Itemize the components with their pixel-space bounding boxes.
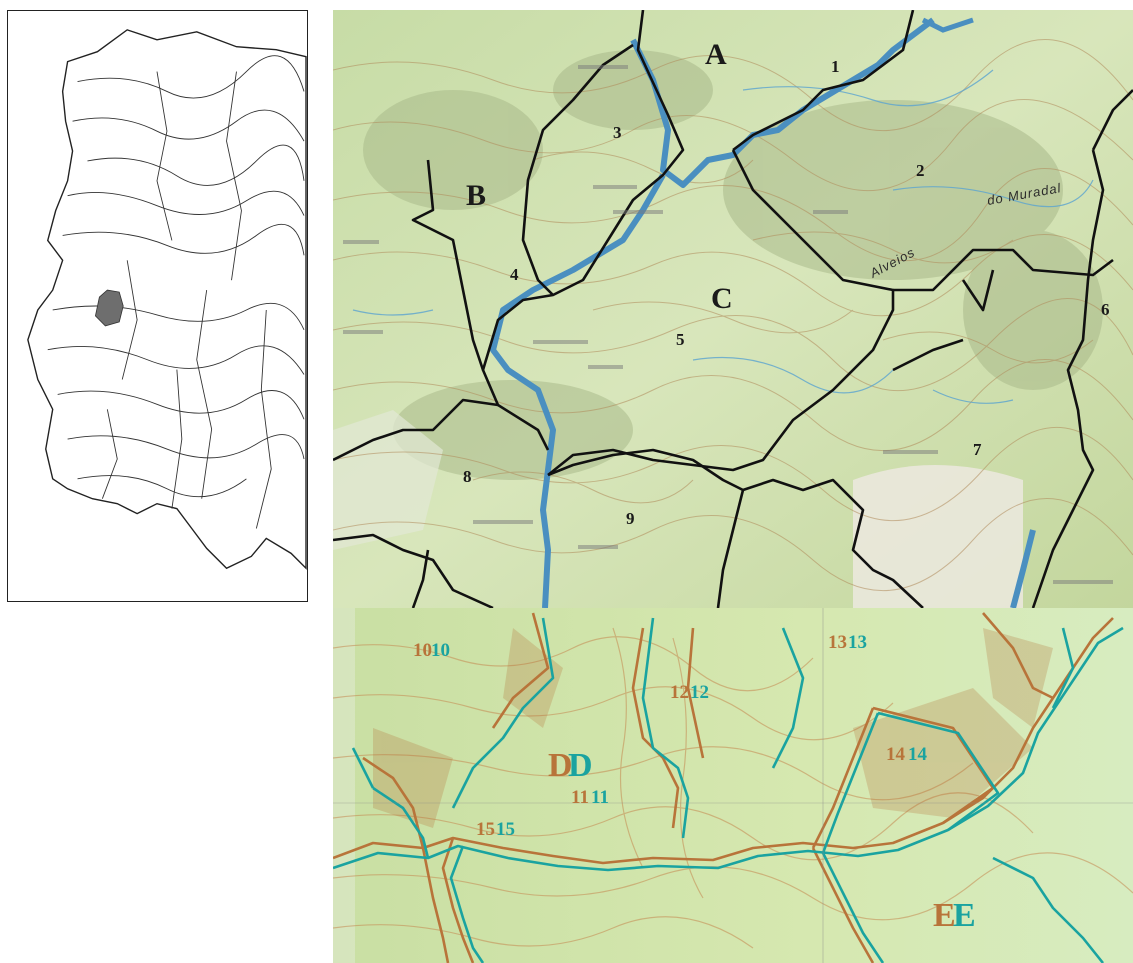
zone-number-12-teal: 12 bbox=[690, 682, 709, 703]
zone-boundaries bbox=[333, 10, 1133, 608]
zone-number-8: 8 bbox=[463, 467, 472, 486]
zone-letter-a: A bbox=[705, 38, 727, 71]
study-area-highlight bbox=[94, 289, 124, 327]
zone-number-5: 5 bbox=[676, 330, 685, 349]
place-name-marks bbox=[343, 65, 1113, 584]
zone-number-2: 2 bbox=[916, 161, 925, 180]
contour-lines bbox=[333, 39, 1133, 591]
zone-number-10-teal: 10 bbox=[431, 640, 450, 661]
lower-map-svg: 10 10 11 11 12 12 13 13 14 14 15 15 D D … bbox=[333, 608, 1133, 963]
lower-ridge-shading bbox=[373, 628, 1053, 828]
lower-contours bbox=[333, 627, 1133, 949]
zone-number-11-orange: 11 bbox=[571, 787, 589, 808]
river-branch-top bbox=[921, 17, 974, 33]
zone-number-13-teal: 13 bbox=[848, 632, 867, 653]
zone-letter-b: B bbox=[466, 179, 486, 212]
zone-number-11-teal: 11 bbox=[591, 787, 609, 808]
river-lower-right bbox=[1010, 529, 1036, 608]
zone-letter-d-teal: D bbox=[568, 747, 593, 784]
zone-letter-c: C bbox=[711, 282, 733, 315]
lower-terrain-background bbox=[333, 608, 1133, 963]
peninsula-outline bbox=[27, 29, 307, 570]
pale-lowland bbox=[853, 465, 1023, 608]
boundaries-orange bbox=[333, 612, 1114, 963]
zone-number-15-teal: 15 bbox=[496, 819, 515, 840]
locator-map-svg bbox=[27, 29, 307, 570]
lower-left-edge bbox=[333, 608, 355, 963]
zone-number-14-orange: 14 bbox=[886, 744, 906, 765]
streams bbox=[352, 69, 1094, 404]
upper-map-svg: A B C 1 2 3 4 5 6 7 8 9 do Muradal Alvei… bbox=[333, 10, 1133, 608]
main-river bbox=[490, 17, 935, 608]
lower-topographic-map: 10 10 11 11 12 12 13 13 14 14 15 15 D D … bbox=[333, 608, 1133, 963]
zone-number-12-orange: 12 bbox=[670, 682, 689, 703]
zone-number-7: 7 bbox=[973, 440, 982, 459]
zone-number-3: 3 bbox=[613, 123, 622, 142]
zone-number-1: 1 bbox=[831, 57, 840, 76]
locator-map bbox=[7, 10, 308, 602]
zone-number-6: 6 bbox=[1101, 300, 1110, 319]
zone-letter-e-orange: E bbox=[933, 897, 956, 934]
zone-number-13-orange: 13 bbox=[828, 632, 847, 653]
boundaries-teal bbox=[333, 617, 1124, 963]
zone-number-14-teal: 14 bbox=[908, 744, 928, 765]
zone-letter-d-orange: D bbox=[548, 747, 573, 784]
zone-letter-e-teal: E bbox=[953, 897, 976, 934]
zone-number-9: 9 bbox=[626, 509, 635, 528]
zone-number-4: 4 bbox=[510, 265, 519, 284]
zone-number-10-orange: 10 bbox=[413, 640, 432, 661]
zone-number-15-orange: 15 bbox=[476, 819, 495, 840]
upper-topographic-map: A B C 1 2 3 4 5 6 7 8 9 do Muradal Alvei… bbox=[333, 10, 1133, 608]
